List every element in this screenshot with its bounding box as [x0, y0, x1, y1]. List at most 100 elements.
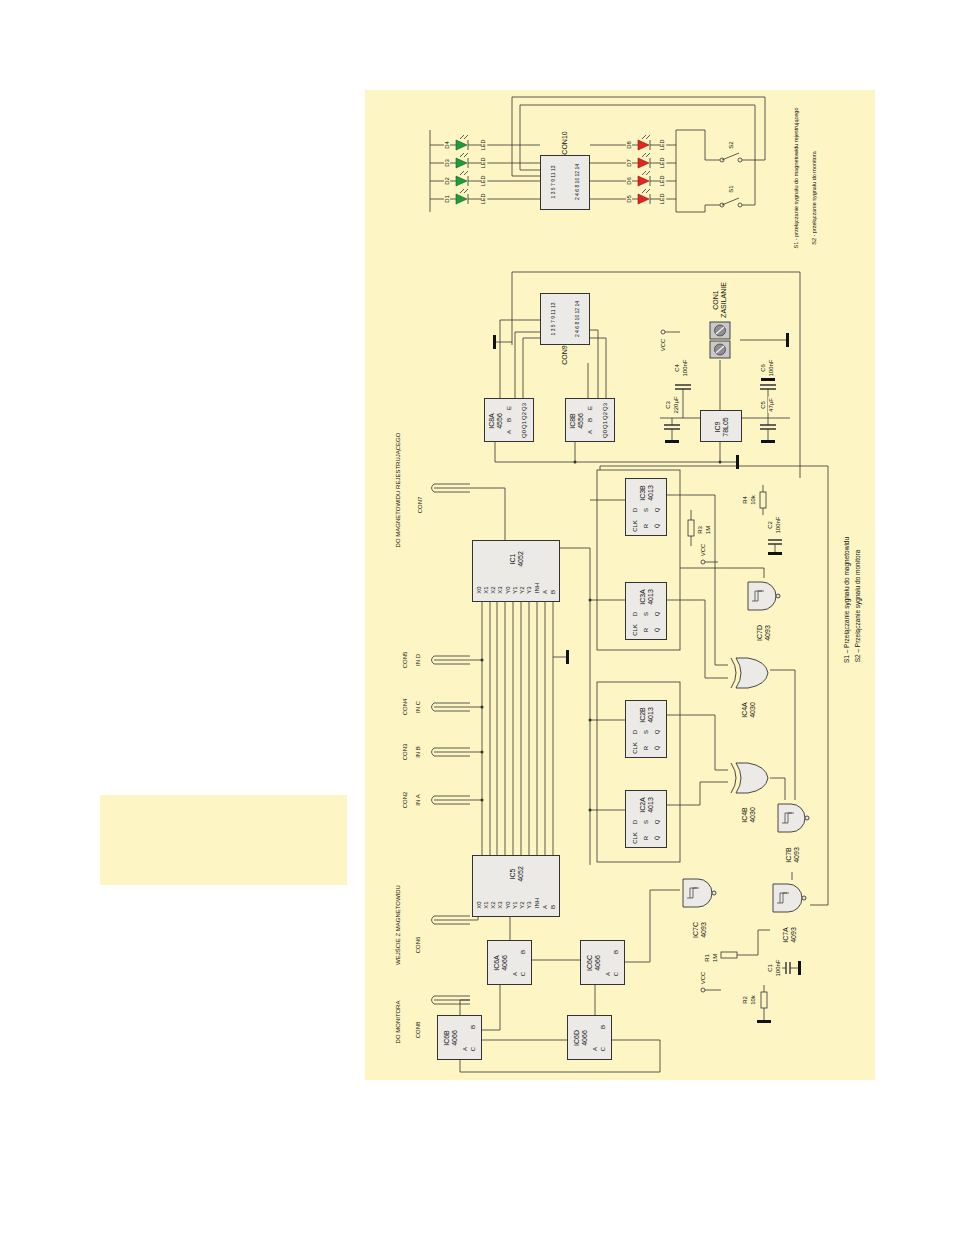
schematic-rect [736, 455, 739, 469]
schematic-label: Q [654, 819, 660, 826]
schematic-path [512, 272, 800, 478]
schematic-path [468, 140, 469, 204]
schematic-label: 1 3 5 7 9 11 13 [551, 165, 556, 200]
schematic-circle [719, 461, 722, 464]
component-label: 4066 [594, 955, 602, 971]
label-group: IC7D4093 [756, 625, 771, 641]
schematic-path [736, 763, 768, 793]
schematic-label: E [506, 405, 512, 411]
wire-connector [482, 985, 500, 1030]
schematic-label: D [632, 819, 638, 825]
schematic-label: S1 – Przełączanie sygnału do magnetowidu [844, 536, 851, 664]
schematic-label: S [643, 611, 649, 617]
schematic-label: D8 [626, 140, 632, 150]
schematic-polygon [456, 158, 467, 168]
schematic-path [764, 985, 765, 1020]
wire-connector [625, 890, 680, 962]
wire-connector [770, 670, 795, 800]
schematic-circle [720, 203, 724, 207]
schematic-label: Q3 [521, 402, 527, 412]
component-label: 4013 [647, 589, 655, 605]
component-label: IC6B [443, 1030, 451, 1046]
schematic-path [482, 602, 553, 855]
schematic-rect [597, 470, 680, 650]
schematic-path [752, 591, 764, 601]
schematic-circle [715, 325, 726, 336]
schematic-label: Y3 [526, 900, 532, 909]
schematic-label: 10k [750, 994, 756, 1006]
schematic-rect [757, 1020, 771, 1023]
label-group: IC6D4066 [573, 1030, 588, 1046]
schematic-label: Q0 [521, 429, 527, 439]
schematic-label: C5 [760, 400, 766, 410]
component-label: 4052 [517, 551, 525, 567]
wire-connector [667, 495, 728, 665]
schematic-label: 1M [705, 525, 711, 535]
schematic-polygon [456, 176, 467, 186]
component-label: 78L05 [722, 417, 730, 436]
schematic-label: X1 [483, 900, 489, 909]
schematic-label: CON3 [402, 743, 408, 762]
ic-box: IC6D4066 [567, 1015, 612, 1060]
schematic-rect [365, 90, 875, 1080]
schematic-polygon [638, 158, 649, 168]
schematic-label: E [587, 405, 593, 411]
schematic-circle [802, 896, 806, 900]
schematic-path [660, 340, 790, 440]
schematic-label: R4 [742, 495, 748, 505]
schematic-label: 10k [750, 494, 756, 506]
component-label: IC4A [741, 702, 749, 718]
component-label: 4093 [790, 927, 798, 943]
component-label: IC8B [569, 413, 577, 429]
connector-header: CON9 [540, 293, 590, 363]
nand-gate: IC7D4093 [745, 578, 783, 650]
schematic-circle [481, 799, 484, 802]
schematic-label: IN D [415, 653, 421, 667]
schematic-label: A [605, 971, 611, 977]
schematic-path [691, 510, 692, 546]
schematic-label: Q2 [521, 411, 527, 421]
schematic-label: Q [654, 611, 660, 618]
label-group: IC2A4013 [639, 797, 654, 813]
schematic-path [777, 893, 789, 903]
component-label: IC2A [639, 797, 647, 813]
schematic-label: D [632, 507, 638, 513]
wire-connector [667, 715, 728, 770]
schematic-g [481, 461, 722, 812]
schematic-label: B [600, 1024, 606, 1030]
schematic-polygon [456, 140, 467, 150]
label-group: IC4A4030 [741, 702, 756, 718]
schematic-label: X3 [497, 900, 503, 909]
label-group: CON1ZASILANIE [712, 282, 727, 318]
schematic-circle [738, 158, 742, 162]
schematic-label: VCC [700, 971, 706, 986]
schematic-label: S2 – Przełączanie sygnału do monitora [855, 549, 862, 664]
schematic-rect [760, 492, 766, 508]
component-label: IC2B [639, 707, 647, 723]
schematic-rect [768, 552, 782, 555]
wire-connector [490, 602, 491, 855]
label-group: IC54052 [509, 866, 524, 882]
schematic-label: C [600, 1046, 606, 1052]
schematic-label: A [512, 971, 518, 977]
schematic-label: CON6 [415, 936, 421, 955]
component-label: 4013 [647, 485, 655, 501]
schematic-label: A [592, 1046, 598, 1052]
schematic-label: IN A [415, 793, 421, 806]
schematic-path [773, 884, 802, 912]
component-label: 4013 [647, 797, 655, 813]
schematic-path [676, 130, 720, 212]
schematic-label: LED [481, 175, 487, 188]
component-label: 4052 [517, 866, 525, 882]
schematic-path [515, 332, 540, 398]
schematic-label: D2 [444, 176, 450, 186]
schematic-circle [589, 599, 592, 602]
component-label: 4093 [700, 922, 708, 938]
schematic-label: B [506, 417, 512, 423]
schematic-label: 2 4 6 8 10 12 14 [575, 163, 580, 201]
schematic-circle [589, 809, 592, 812]
schematic-path [782, 813, 794, 823]
schematic-label: Y2 [519, 900, 525, 909]
schematic-label: 100nF [768, 358, 774, 377]
schematic-label: X1 [483, 585, 489, 594]
